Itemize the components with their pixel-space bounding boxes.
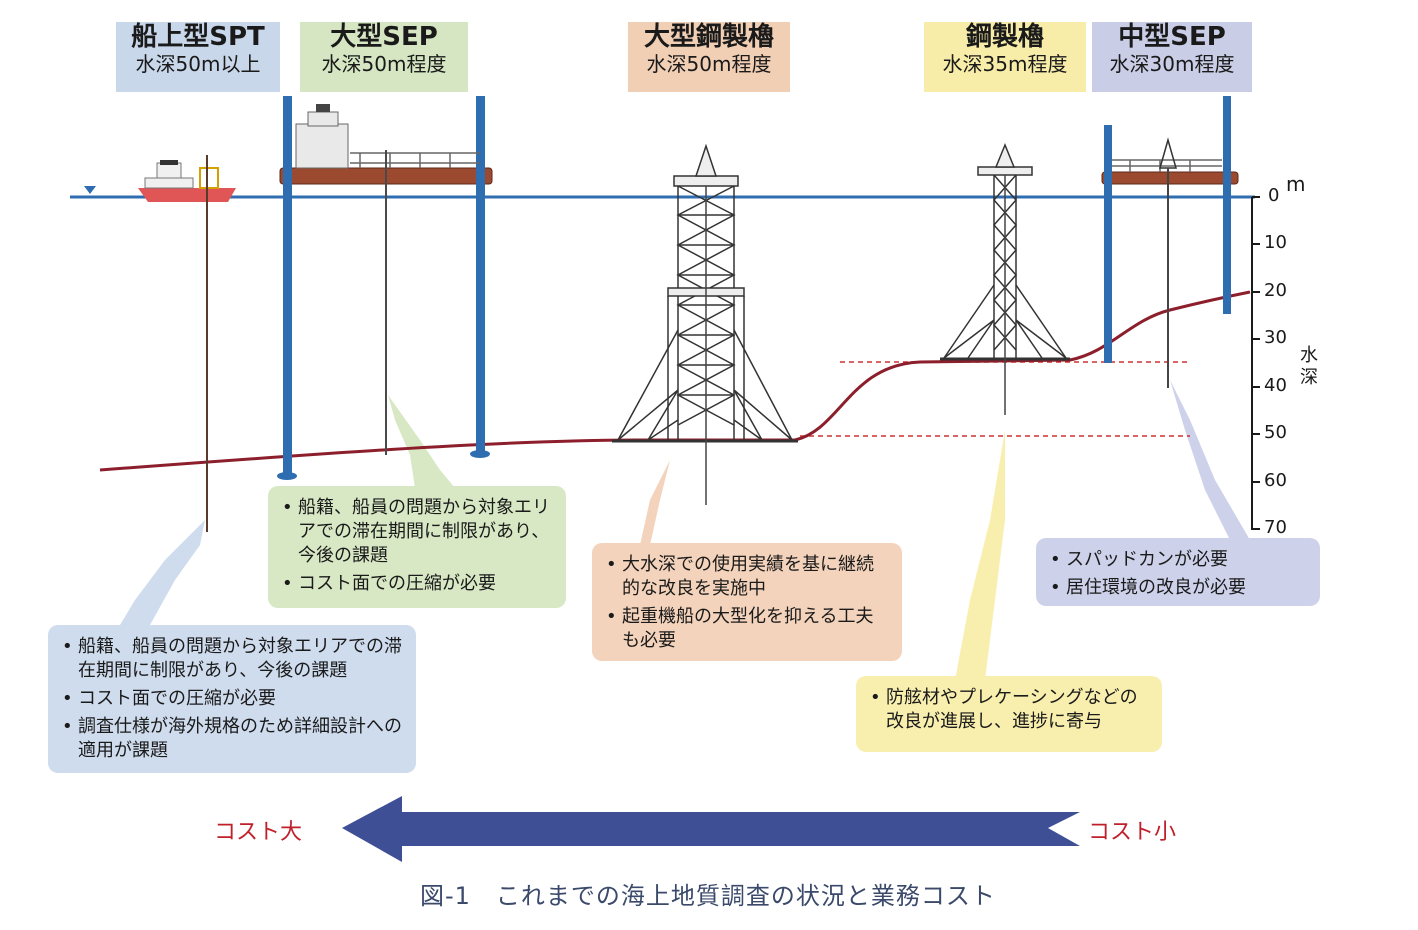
depth-axis-ticks [1252, 196, 1260, 530]
note-sep-mid-item: 居住環境の改良が必要 [1050, 576, 1306, 600]
depth-tick-0: 0 [1268, 185, 1280, 206]
note-sep-large-item: コスト面での圧縮が必要 [282, 572, 552, 596]
note-tower-large-item: 大水深での使用実績を基に継続的な改良を実施中 [606, 553, 888, 601]
header-spt: 船上型SPT 水深50m以上 [116, 22, 280, 92]
depth-axis-label: 水深 [1300, 345, 1318, 388]
header-sep-large-title: 大型SEP [330, 22, 438, 52]
ship-spt-icon [138, 155, 236, 532]
figure-caption: 図-1 これまでの海上地質調査の状況と業務コスト [420, 882, 996, 910]
header-tower-large-title: 大型鋼製櫓 [643, 22, 774, 52]
callout-pointer-sep-large [388, 395, 455, 488]
note-tower-large-item: 起重機船の大型化を抑える工夫も必要 [606, 605, 888, 653]
note-tower: 防舷材やプレケーシングなどの改良が進展し、進捗に寄与 [856, 676, 1162, 752]
note-sep-mid: スパッドカンが必要 居住環境の改良が必要 [1036, 538, 1320, 606]
callout-pointer-tower [955, 430, 1005, 680]
depth-tick-60: 60 [1264, 470, 1287, 491]
callout-pointer-spt [120, 520, 205, 625]
tower-icon [940, 143, 1070, 415]
depth-unit: m [1286, 172, 1306, 196]
callout-pointer-tower-large [640, 460, 670, 545]
header-tower-title: 鋼製櫓 [965, 22, 1044, 52]
header-sep-mid: 中型SEP 水深30m程度 [1092, 22, 1252, 92]
header-sep-large: 大型SEP 水深50m程度 [300, 22, 468, 92]
callout-pointer-sep-mid [1170, 380, 1250, 540]
water-level-marker-icon [84, 186, 96, 194]
sep-large-icon [277, 96, 493, 480]
sep-mid-icon [1101, 96, 1239, 388]
depth-tick-10: 10 [1264, 232, 1287, 253]
header-tower: 鋼製櫓 水深35m程度 [924, 22, 1086, 92]
header-sep-mid-title: 中型SEP [1118, 22, 1226, 52]
note-tower-large: 大水深での使用実績を基に継続的な改良を実施中 起重機船の大型化を抑える工夫も必要 [592, 543, 902, 661]
note-sep-mid-item: スパッドカンが必要 [1050, 548, 1306, 572]
header-tower-large: 大型鋼製櫓 水深50m程度 [628, 22, 790, 92]
cost-arrow-icon [342, 796, 1080, 862]
cost-high-label: コスト大 [214, 820, 303, 845]
cost-low-label: コスト小 [1088, 820, 1177, 845]
depth-tick-20: 20 [1264, 280, 1287, 301]
note-spt-item: コスト面での圧縮が必要 [62, 687, 402, 711]
depth-tick-70: 70 [1264, 517, 1287, 538]
note-spt-item: 船籍、船員の問題から対象エリアでの滞在期間に制限があり、今後の課題 [62, 635, 402, 683]
depth-tick-40: 40 [1264, 375, 1287, 396]
depth-tick-50: 50 [1264, 422, 1287, 443]
note-spt: 船籍、船員の問題から対象エリアでの滞在期間に制限があり、今後の課題 コスト面での… [48, 625, 416, 773]
note-sep-large-item: 船籍、船員の問題から対象エリアでの滞在期間に制限があり、今後の課題 [282, 496, 552, 568]
header-tower-depth: 水深35m程度 [942, 52, 1068, 76]
note-tower-item: 防舷材やプレケーシングなどの改良が進展し、進捗に寄与 [870, 686, 1148, 734]
tower-large-icon [612, 143, 798, 505]
depth-tick-30: 30 [1264, 327, 1287, 348]
header-spt-depth: 水深50m以上 [135, 52, 261, 76]
header-sep-mid-depth: 水深30m程度 [1109, 52, 1235, 76]
seabed-line [99, 290, 1251, 472]
header-sep-large-depth: 水深50m程度 [321, 52, 447, 76]
note-spt-item: 調査仕様が海外規格のため詳細設計への適用が課題 [62, 715, 402, 763]
note-sep-large: 船籍、船員の問題から対象エリアでの滞在期間に制限があり、今後の課題 コスト面での… [268, 486, 566, 608]
header-spt-title: 船上型SPT [131, 22, 265, 52]
header-tower-large-depth: 水深50m程度 [646, 52, 772, 76]
